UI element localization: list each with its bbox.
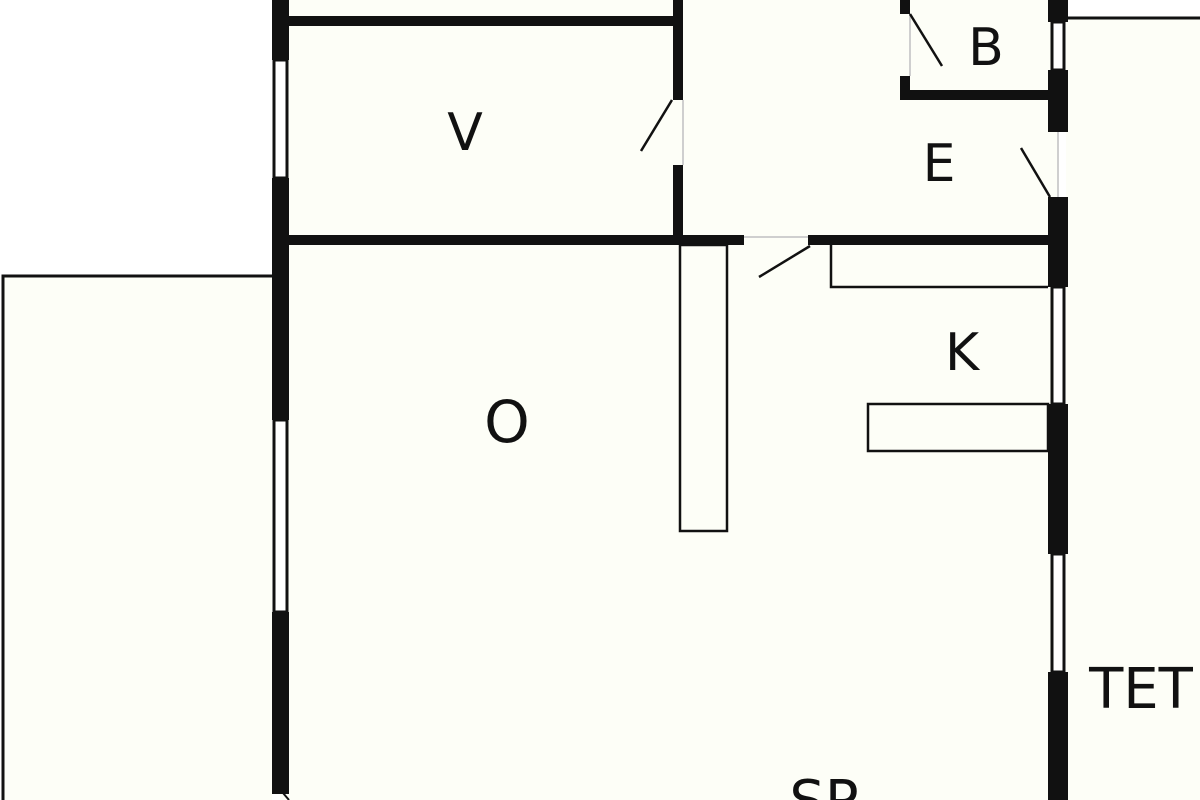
fixtures <box>678 243 1050 533</box>
window-right-k <box>1050 285 1066 406</box>
door-swing-v <box>639 99 674 152</box>
kitchen-island <box>866 402 1050 453</box>
left-wall-mid-1 <box>272 178 289 420</box>
right-wall-seg-2 <box>1048 70 1068 132</box>
step-line <box>282 792 290 800</box>
terrace-floor <box>1066 18 1200 800</box>
outline-strokes <box>1 16 1200 800</box>
wall-b-bottom <box>900 90 1058 100</box>
balcony-floor <box>4 276 272 800</box>
wall-top-short <box>280 16 682 26</box>
wall-v-right-top <box>673 0 683 100</box>
left-wall-mid-2 <box>272 612 289 794</box>
wall-v-right-bottom <box>673 165 683 245</box>
room-label-o: O <box>484 388 530 456</box>
door-swing-b <box>908 13 944 67</box>
right-wall-seg-3 <box>1048 197 1068 287</box>
window-right-sp <box>1050 552 1066 674</box>
partition-column <box>678 243 729 533</box>
right-wall-seg-5 <box>1048 672 1068 800</box>
door-frames <box>682 14 1059 238</box>
kitchen-counter-top <box>829 245 1048 289</box>
room-label-v: V <box>447 103 483 163</box>
wall-o-k-divider <box>808 235 1058 245</box>
door-swing-o <box>758 244 811 279</box>
room-label-e: E <box>923 134 956 194</box>
door-swings <box>639 13 1052 279</box>
window-left-lower <box>272 418 289 614</box>
window-right-b <box>1050 20 1066 72</box>
room-label-b: B <box>968 18 1004 78</box>
room-label-k: K <box>945 323 981 383</box>
room-labels: V B E K O TET SP <box>447 18 1193 800</box>
right-wall-seg-4 <box>1048 404 1068 554</box>
walls <box>272 0 1068 800</box>
room-label-sp: SP <box>789 769 858 800</box>
wall-b-left <box>900 0 910 14</box>
windows <box>272 20 1066 674</box>
balcony-outline <box>1 274 272 800</box>
floor-areas <box>4 0 1200 800</box>
interior-floor <box>280 0 1058 800</box>
right-wall-top <box>1048 0 1068 22</box>
room-label-tet: TET <box>1088 657 1194 722</box>
step-detail <box>282 792 290 800</box>
left-wall-top <box>272 0 289 60</box>
door-swing-e <box>1019 147 1052 198</box>
window-left-upper <box>272 58 289 180</box>
wall-b-left-lower <box>900 76 910 100</box>
wall-v-o-divider <box>280 235 744 245</box>
